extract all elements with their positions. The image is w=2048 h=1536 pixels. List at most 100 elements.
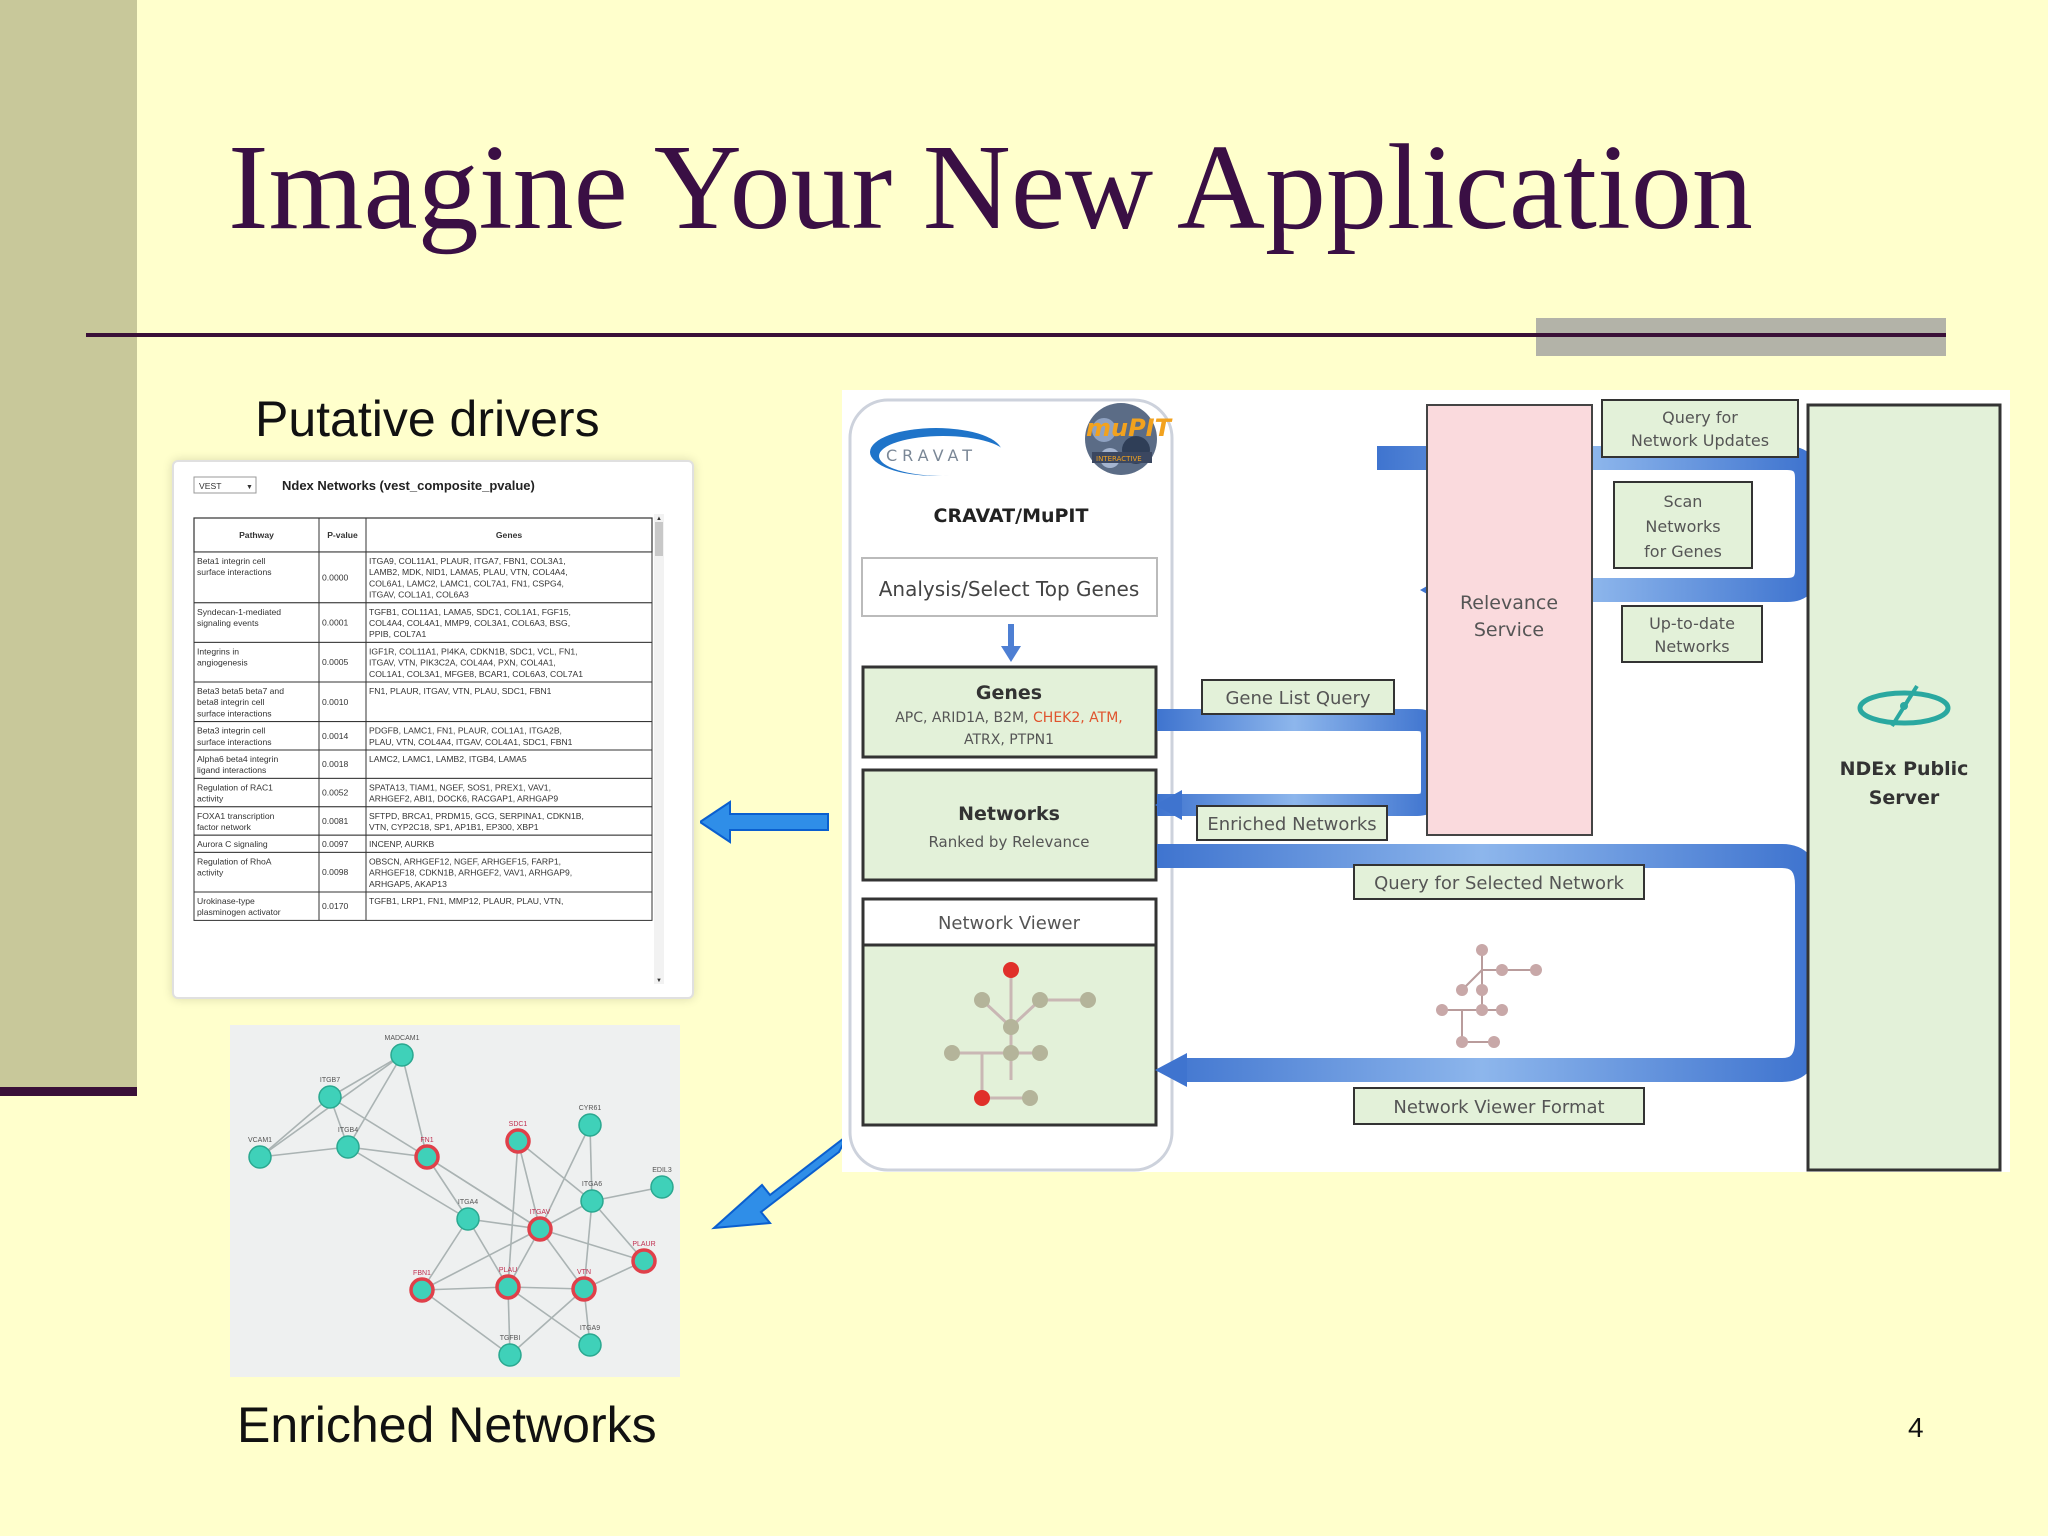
table-scrollbar-thumb[interactable] (655, 522, 663, 556)
ndex-logo-icon (1857, 684, 1951, 728)
graph-node[interactable] (650, 1175, 674, 1199)
pathway-cell: surface interactions (197, 737, 272, 747)
graph-node-label: PLAU (499, 1267, 517, 1274)
table-header-row (193, 517, 653, 553)
graph-edge (329, 1054, 403, 1098)
graph-node-label: CYR61 (579, 1105, 602, 1112)
graph-node[interactable] (248, 1145, 272, 1169)
graph-edge (517, 1140, 593, 1202)
pathway-cell: beta8 integrin cell (197, 697, 264, 707)
drivers-table: VEST ▼ Ndex Networks (vest_composite_pva… (193, 476, 664, 984)
pathway-cell: Beta3 beta5 beta7 and (197, 686, 284, 696)
graph-node[interactable] (578, 1113, 602, 1137)
table-scrollbar[interactable] (654, 514, 664, 984)
genes-list-line2: ATRX, PTPN1 (964, 732, 1054, 748)
network-viewer-title: Network Viewer (938, 913, 1081, 934)
graph-node[interactable] (336, 1135, 360, 1159)
genes-cell: ITGAV, VTN, PIK3C2A, COL4A4, PXN, COL4A1… (369, 658, 556, 668)
graph-edge (507, 1286, 591, 1346)
pathway-cell: Beta1 integrin cell (197, 556, 265, 566)
graph-node[interactable] (414, 1144, 440, 1170)
graph-edge (517, 1140, 541, 1230)
ndex-server-box (1806, 403, 2002, 1172)
scroll-down-icon[interactable]: ▼ (656, 978, 662, 984)
arrow-left-icon (1155, 1053, 1187, 1087)
putative-drivers-label: Putative drivers (255, 391, 600, 447)
graph-node[interactable] (498, 1343, 522, 1367)
graph-node[interactable] (527, 1216, 553, 1242)
pvalue-cell: 0.0097 (322, 839, 349, 849)
query-network-updates-line1: Query for (1662, 408, 1738, 427)
svg-text:muPIT: muPIT (1086, 414, 1173, 442)
genes-cell: ARHGEF18, CDKN1B, ARHGEF2, VAV1, ARHGAP9… (369, 868, 572, 878)
graph-node-label: TGFBI (500, 1335, 521, 1342)
pathway-cell: surface interactions (197, 708, 272, 718)
mupit-logo: muPIT INTERACTIVE (1085, 403, 1173, 475)
graph-node[interactable] (409, 1277, 435, 1303)
pathway-cell: angiogenesis (197, 658, 248, 668)
genes-title: Genes (976, 682, 1042, 704)
table-heading: Ndex Networks (vest_composite_pvalue) (282, 478, 535, 493)
query-network-updates-line2: Network Updates (1631, 431, 1769, 450)
arrow-left-icon (700, 800, 829, 844)
genes-cell: LAMC2, LAMC1, LAMB2, ITGB4, LAMA5 (369, 754, 527, 764)
graph-node[interactable] (456, 1207, 480, 1231)
scroll-up-icon[interactable]: ▲ (656, 516, 662, 522)
graph-node[interactable] (318, 1085, 342, 1109)
pathway-cell: Urokinase-type (197, 896, 255, 906)
pathway-cell: Integrins in (197, 646, 239, 656)
gene-list-query-pipe (1157, 709, 1443, 816)
pvalue-cell: 0.0098 (322, 867, 349, 877)
cravat-mupit-label: CRAVAT/MuPIT (934, 505, 1089, 527)
graph-node-label: ITGA9 (580, 1325, 600, 1332)
graph-edge (421, 1286, 509, 1291)
graph-node-label: SDC1 (509, 1121, 528, 1128)
query-selected-network-label: Query for Selected Network (1374, 873, 1624, 894)
graph-node[interactable] (580, 1189, 604, 1213)
genes-box (861, 665, 1158, 759)
svg-text:INTERACTIVE: INTERACTIVE (1096, 455, 1142, 463)
pathway-cell: Regulation of RhoA (197, 856, 272, 866)
relevance-service-line1: Relevance (1460, 592, 1558, 614)
genes-cell: ARHGAP5, AKAP13 (369, 879, 447, 889)
sidebar-accent-underline (0, 1087, 137, 1096)
graph-node[interactable] (505, 1128, 531, 1154)
genes-cell: PPIB, COL7A1 (369, 629, 427, 639)
page-number: 4 (1908, 1412, 1924, 1443)
network-viewer-format-label: Network Viewer Format (1393, 1097, 1604, 1118)
pathway-cell: FOXA1 transcription (197, 811, 275, 821)
pvalue-cell: 0.0000 (322, 572, 349, 582)
graph-node-label: FN1 (420, 1137, 433, 1144)
graph-edge (467, 1218, 509, 1288)
genes-cell: PDGFB, LAMC1, FN1, PLAUR, COL1A1, ITGA2B… (369, 726, 562, 736)
graph-edge (509, 1288, 585, 1356)
gene-list-query-box (1201, 679, 1395, 715)
graph-node[interactable] (390, 1043, 414, 1067)
enriched-networks-box (1196, 805, 1388, 841)
genes-cell: TGFB1, COL11A1, LAMA5, SDC1, COL1A1, FGF… (369, 607, 571, 617)
pathway-select[interactable] (193, 476, 257, 494)
graph-node[interactable] (495, 1274, 521, 1300)
putative-drivers-table-panel: VEST ▼ Ndex Networks (vest_composite_pva… (172, 460, 694, 999)
pvalue-cell: 0.0010 (322, 697, 349, 707)
graph-node-label: VTN (577, 1269, 591, 1276)
table-column-header: P-value (327, 530, 358, 540)
arrow-down-left-icon (711, 1134, 849, 1230)
graph-node[interactable] (578, 1333, 602, 1357)
table-row[interactable]: Regulation of RAC1activity0.0052SPATA13,… (193, 777, 653, 808)
networks-title: Networks (958, 803, 1060, 825)
graph-node[interactable] (571, 1276, 597, 1302)
graph-node[interactable] (631, 1248, 657, 1274)
genes-cell: SFTPD, BRCA1, PRDM15, GCG, SERPINA1, CDK… (369, 811, 584, 821)
graph-edge (259, 1096, 331, 1158)
